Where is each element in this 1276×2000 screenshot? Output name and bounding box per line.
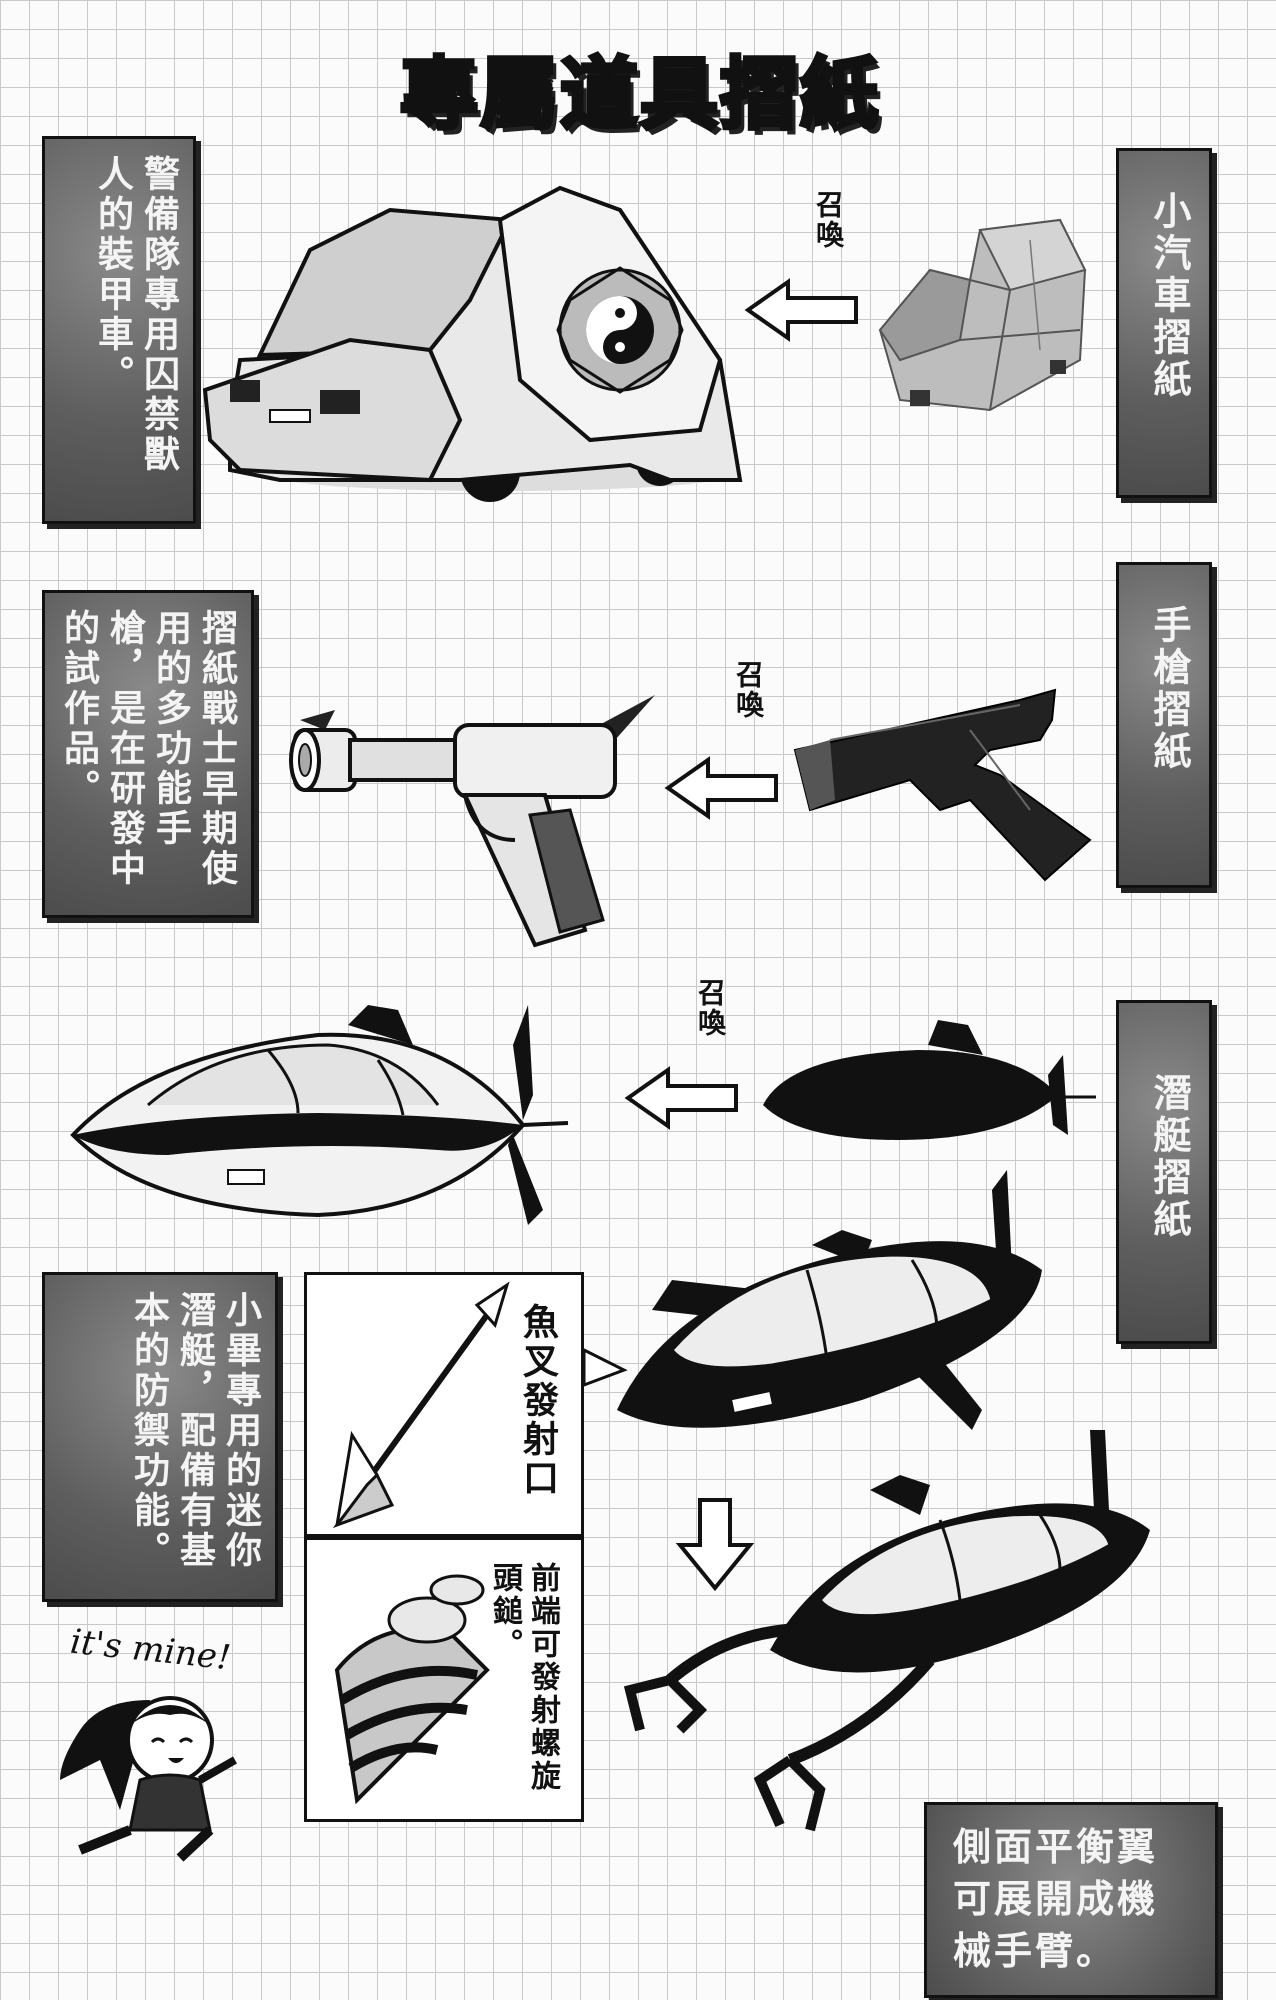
- chibi-character-illustration: [60, 1696, 237, 1862]
- origami-car-illustration: [878, 218, 1087, 412]
- harpoon-detail-panel: 魚叉發射口: [304, 1272, 584, 1537]
- prototype-gun-illustration: [289, 695, 655, 948]
- mini-submarine-illustration: [70, 1005, 569, 1225]
- origami-pistol-illustration: [793, 688, 1092, 882]
- car-description-box: 警備隊專用囚禁獸人的裝甲車。: [42, 136, 196, 524]
- sub-summon-arrow-icon: [624, 1066, 738, 1130]
- car-summon-label: 召喚: [812, 190, 845, 250]
- sub-summon-label: 召喚: [694, 978, 727, 1038]
- car-origami-label: 小汽車摺紙: [1147, 191, 1191, 401]
- drill-callout: 前端可發射螺旋頭鎚。: [487, 1562, 560, 1793]
- origami-submarine-illustration: [763, 1020, 1096, 1140]
- sub-description-box: 小畢專用的迷你潛艇，配備有基本的防禦功能。: [42, 1272, 278, 1602]
- submarine-arms-view-illustration: [623, 1430, 1150, 1832]
- sub-description-text: 小畢專用的迷你潛艇，配備有基本的防禦功能。: [128, 1291, 261, 1571]
- arms-callout: 側面平衡翼可展開成機械手臂。: [953, 1825, 1159, 1973]
- sub-origami-label: 潛艇摺紙: [1147, 1073, 1191, 1241]
- harpoon-icon: [332, 1281, 510, 1529]
- gun-summon-label: 召喚: [732, 660, 765, 720]
- drill-detail-panel: 前端可發射螺旋頭鎚。: [304, 1537, 584, 1822]
- drill-warhead-icon: [334, 1574, 490, 1805]
- gun-description-text: 摺紙戰士早期使用的多功能手槍，是在研發中的試作品。: [58, 609, 237, 889]
- gun-summon-arrow-icon: [664, 756, 778, 820]
- arms-description-box: 側面平衡翼可展開成機械手臂。: [924, 1802, 1218, 1998]
- car-origami-label-box: 小汽車摺紙: [1116, 148, 1212, 498]
- character-speech: it's mine!: [68, 1621, 233, 1679]
- callout-tail-icon: [582, 1347, 628, 1388]
- page-title: 專屬道具摺紙: [398, 48, 880, 142]
- sub-origami-label-box: 潛艇摺紙: [1116, 1000, 1212, 1344]
- car-summon-arrow-icon: [744, 278, 858, 342]
- armored-car-illustration: [202, 185, 743, 502]
- gun-description-box: 摺紙戰士早期使用的多功能手槍，是在研發中的試作品。: [42, 590, 254, 918]
- gun-origami-label: 手槍摺紙: [1147, 605, 1191, 773]
- car-description-text: 警備隊專用囚禁獸人的裝甲車。: [92, 155, 179, 475]
- submarine-front-view-illustration: [617, 1170, 1042, 1430]
- down-arrow-icon: [675, 1498, 755, 1592]
- harpoon-callout: 魚叉發射口: [517, 1303, 558, 1498]
- gun-origami-label-box: 手槍摺紙: [1116, 562, 1212, 888]
